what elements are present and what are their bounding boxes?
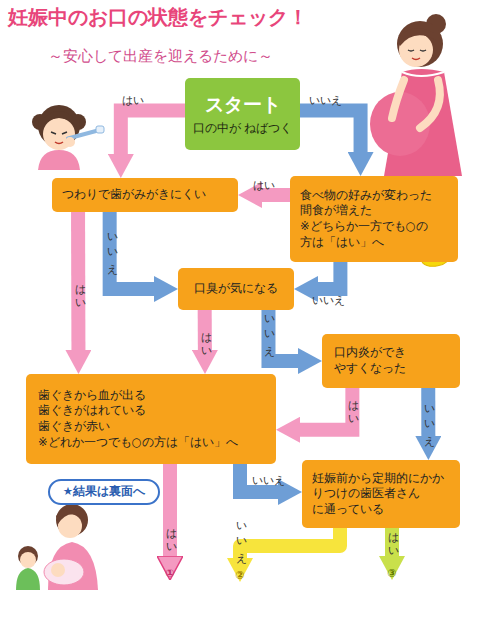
start-box: スタート口の中が ねばつく bbox=[185, 78, 300, 150]
box-text: ※どちらか一方でも○の 方は「はい」へ bbox=[300, 219, 448, 250]
flow-arrow bbox=[300, 110, 361, 154]
box-text: 口臭が気になる bbox=[184, 281, 288, 297]
outcome-label: はい bbox=[385, 525, 400, 555]
box-text: 口の中が ねばつく bbox=[191, 120, 294, 136]
subtitle: ～安心して出産を迎えるために～ bbox=[48, 47, 273, 66]
edge-label: いいえ bbox=[104, 226, 119, 271]
edge-label: はい bbox=[253, 178, 275, 193]
box-text: ※どれか一つでも○の方は「はい」へ bbox=[38, 435, 264, 451]
edge-label: いいえ bbox=[421, 398, 436, 443]
outcome-arrow bbox=[163, 464, 177, 558]
edge-label: いいえ bbox=[252, 473, 285, 488]
edge-label: いいえ bbox=[312, 293, 345, 308]
question-box: 口内炎ができ やすくなった bbox=[322, 334, 460, 388]
box-text: 妊娠前から定期的にかか りつけの歯医者さん に通っている bbox=[312, 471, 450, 518]
box-text: 食べ物の好みが変わった bbox=[300, 188, 448, 204]
box-text: つわりで歯がみがきにくい bbox=[62, 187, 228, 203]
edge-label: はい bbox=[198, 325, 213, 355]
question-box: つわりで歯がみがきにくい bbox=[52, 178, 238, 212]
question-box: 口臭が気になる bbox=[178, 268, 294, 310]
edge-label: いいえ bbox=[261, 308, 276, 353]
outcome-number: ③ bbox=[387, 567, 396, 580]
outcome-label: いいえ bbox=[233, 515, 248, 560]
pregnant-woman-illustration bbox=[370, 14, 462, 176]
question-box: 歯ぐきから血が出る歯ぐきがはれている歯ぐきが赤い※どれか一つでも○の方は「はい」… bbox=[26, 374, 276, 464]
box-text: 歯ぐきから血が出る bbox=[38, 388, 264, 404]
box-text: 歯ぐきが赤い bbox=[38, 419, 264, 435]
flow-arrow bbox=[316, 262, 340, 289]
question-box: 妊娠前から定期的にかか りつけの歯医者さん に通っている bbox=[302, 460, 460, 528]
speech-bubble: ★結果は裏面へ bbox=[48, 479, 160, 505]
box-text: 歯ぐきがはれている bbox=[38, 403, 264, 419]
edge-label: いいえ bbox=[309, 93, 342, 108]
girl-illustration bbox=[32, 105, 104, 170]
mother-baby-illustration bbox=[16, 504, 98, 590]
box-text: ★結果は裏面へ bbox=[54, 484, 154, 500]
outcome-label: はい bbox=[163, 521, 178, 551]
question-box: 食べ物の好みが変わった間食が増えた※どちらか一方でも○の 方は「はい」へ bbox=[290, 176, 458, 262]
box-text: 口内炎ができ やすくなった bbox=[334, 345, 448, 376]
outcome-number: ② bbox=[235, 569, 244, 582]
box-text: 間食が増えた bbox=[300, 203, 448, 219]
flow-arrow bbox=[298, 388, 352, 430]
edge-label: はい bbox=[122, 93, 144, 108]
title-text: 妊娠中のお口の状態をチェック！ bbox=[8, 4, 308, 31]
outcome-arrow bbox=[240, 528, 340, 560]
edge-label: はい bbox=[72, 277, 87, 307]
flow-arrow bbox=[121, 110, 185, 156]
edge-label: はい bbox=[345, 393, 360, 423]
outcome-number: ① bbox=[165, 567, 174, 580]
box-heading: スタート bbox=[191, 92, 294, 118]
